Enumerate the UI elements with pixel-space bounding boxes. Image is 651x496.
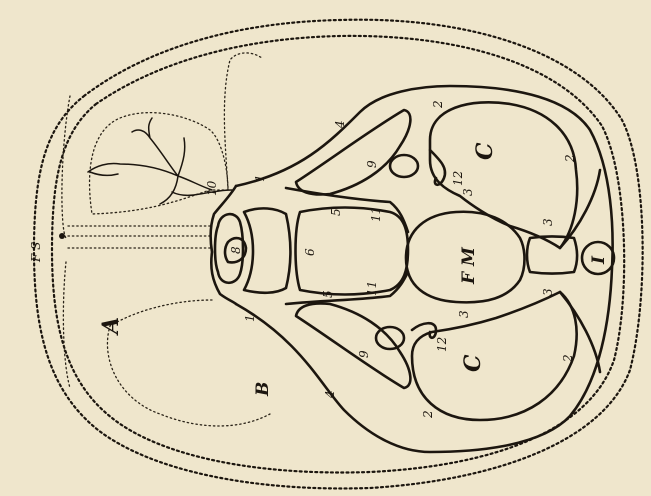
num-11-lower: 11 [365,281,379,296]
num-10: 10 [205,180,219,196]
num-4-lower: 4 [323,390,337,399]
label-C-upper: C [472,142,498,160]
num-1-lower: 1 [243,314,257,322]
num-4-upper: 4 [333,120,347,129]
num-1-upper: 1 [253,174,267,182]
label-B: B [253,382,273,397]
num-5-upper: 5 [329,208,343,216]
num-3-a: 3 [461,188,475,196]
num-5-lower: 5 [321,290,335,298]
label-FS: F S [29,242,43,263]
num-3-d: 3 [457,310,471,318]
label-C-lower: C [460,354,486,372]
num-9-lower: 9 [357,350,371,358]
label-I: I [589,255,609,265]
num-3-c: 3 [541,288,555,296]
num-8: 8 [229,246,243,254]
num-12-upper: 12 [451,171,465,186]
num-3-b: 3 [541,218,555,226]
label-FM: F M [459,246,479,285]
num-11-upper: 11 [369,207,383,222]
falx-dot [59,233,65,239]
num-12-lower: 12 [435,337,449,352]
label-A: A [98,317,124,336]
num-6: 6 [303,248,317,256]
num-2-a: 2 [431,100,445,109]
num-2-b: 2 [563,154,577,163]
num-2-c: 2 [561,354,575,363]
num-9-upper: 9 [365,160,379,168]
num-2-d: 2 [421,410,435,419]
